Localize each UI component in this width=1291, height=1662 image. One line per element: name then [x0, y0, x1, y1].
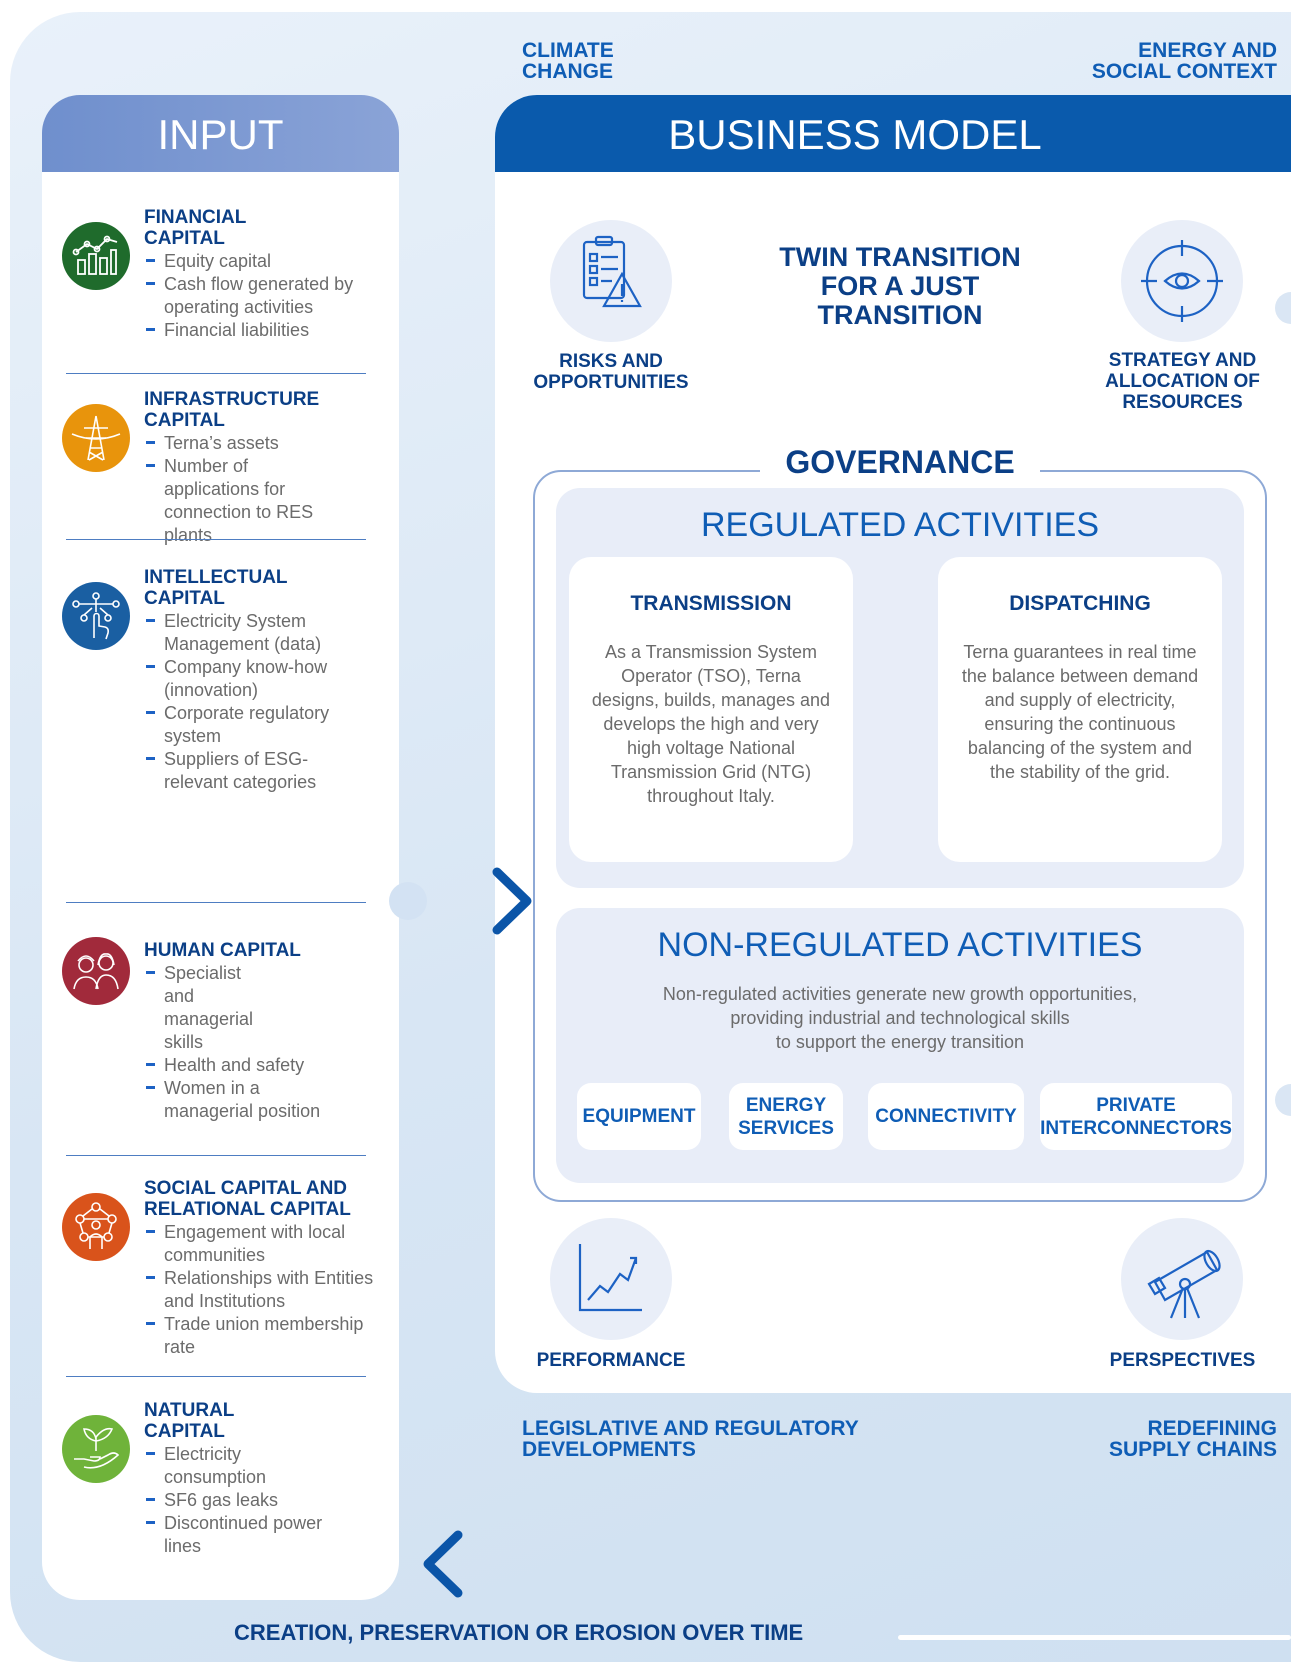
- list-item: Discontinued power lines: [144, 1512, 324, 1558]
- telescope-icon: [1121, 1218, 1243, 1340]
- list-item: Company know-how (innovation): [144, 656, 344, 702]
- transmission-title: TRANSMISSION: [630, 592, 792, 615]
- list-item: Engagement with local communities: [144, 1221, 374, 1267]
- business-model-title: BUSINESS MODEL: [495, 95, 1291, 172]
- network-hand-icon: [62, 582, 130, 650]
- divider: [66, 1376, 366, 1377]
- edge-dot: [1275, 1084, 1291, 1116]
- list-item: Suppliers of ESG-relevant categories: [144, 748, 344, 794]
- footer-caption: CREATION, PRESERVATION OR EROSION OVER T…: [234, 1620, 804, 1645]
- target-eye-icon: [1121, 220, 1243, 342]
- list-item: Electricity consumption: [144, 1443, 324, 1489]
- dispatching-text: Terna guarantees in real time the balanc…: [961, 642, 1199, 782]
- input-title: INPUT: [42, 95, 399, 172]
- capital-items: Electricity consumption SF6 gas leaks Di…: [144, 1443, 324, 1558]
- capital-items: Equity capital Cash flow generated by op…: [144, 250, 359, 342]
- list-item: Specialist and managerial skills: [144, 962, 274, 1054]
- footer-line: [898, 1635, 1291, 1640]
- list-item: Corporate regulatory system: [144, 702, 344, 748]
- list-item: Women in a managerial position: [144, 1077, 324, 1123]
- divider: [66, 373, 366, 374]
- financial-chart-icon: [62, 222, 130, 290]
- capital-items: Terna’s assets Number of applications fo…: [144, 432, 314, 547]
- governance-title: GOVERNANCE: [760, 440, 1040, 484]
- left-arrow-icon: [423, 1530, 1291, 1598]
- performance-label: PERFORMANCE: [536, 1350, 686, 1371]
- people-icon: [62, 937, 130, 1005]
- clipboard-warning-icon: [550, 220, 672, 342]
- non-regulated-description: Non-regulated activities generate new gr…: [662, 984, 1138, 1052]
- list-item: Relationships with Entities and Institut…: [144, 1267, 374, 1313]
- connectivity-pill: CONNECTIVITY: [868, 1083, 1024, 1150]
- regulated-activities-title: REGULATED ACTIVITIES: [700, 506, 1099, 544]
- list-item: SF6 gas leaks: [144, 1489, 324, 1512]
- performance-chart-icon: [550, 1218, 672, 1340]
- list-item: Cash flow generated by operating activit…: [144, 273, 359, 319]
- non-regulated-activities-title: NON-REGULATED ACTIVITIES: [657, 926, 1143, 964]
- list-item: Financial liabilities: [144, 319, 359, 342]
- dispatching-title: DISPATCHING: [1009, 592, 1151, 615]
- transmission-text: As a Transmission System Operator (TSO),…: [591, 642, 831, 806]
- list-item: Trade union membership rate: [144, 1313, 374, 1359]
- capital-items: Electricity System Management (data) Com…: [144, 610, 344, 794]
- divider: [66, 539, 366, 540]
- list-item: Health and safety: [144, 1054, 324, 1077]
- dispatching-card: [938, 557, 1222, 862]
- divider: [66, 902, 366, 903]
- list-item: Equity capital: [144, 250, 359, 273]
- perspectives-label: PERSPECTIVES: [1109, 1350, 1256, 1371]
- capital-items: Specialist and managerial skills Health …: [144, 962, 324, 1123]
- list-item: Terna’s assets: [144, 432, 314, 455]
- capital-items: Engagement with local communities Relati…: [144, 1221, 374, 1359]
- divider: [66, 1155, 366, 1156]
- power-pylon-icon: [62, 404, 130, 472]
- list-item: Electricity System Management (data): [144, 610, 344, 656]
- transmission-card: [569, 557, 853, 862]
- list-item: Number of applications for connection to…: [144, 455, 314, 547]
- capital-title: HUMAN CAPITAL: [144, 940, 301, 961]
- edge-dot: [1275, 292, 1291, 324]
- right-arrow-icon: [403, 867, 532, 935]
- plant-hand-icon: [62, 1415, 130, 1483]
- equipment-pill: EQUIPMENT: [577, 1083, 701, 1150]
- community-network-icon: [62, 1193, 130, 1261]
